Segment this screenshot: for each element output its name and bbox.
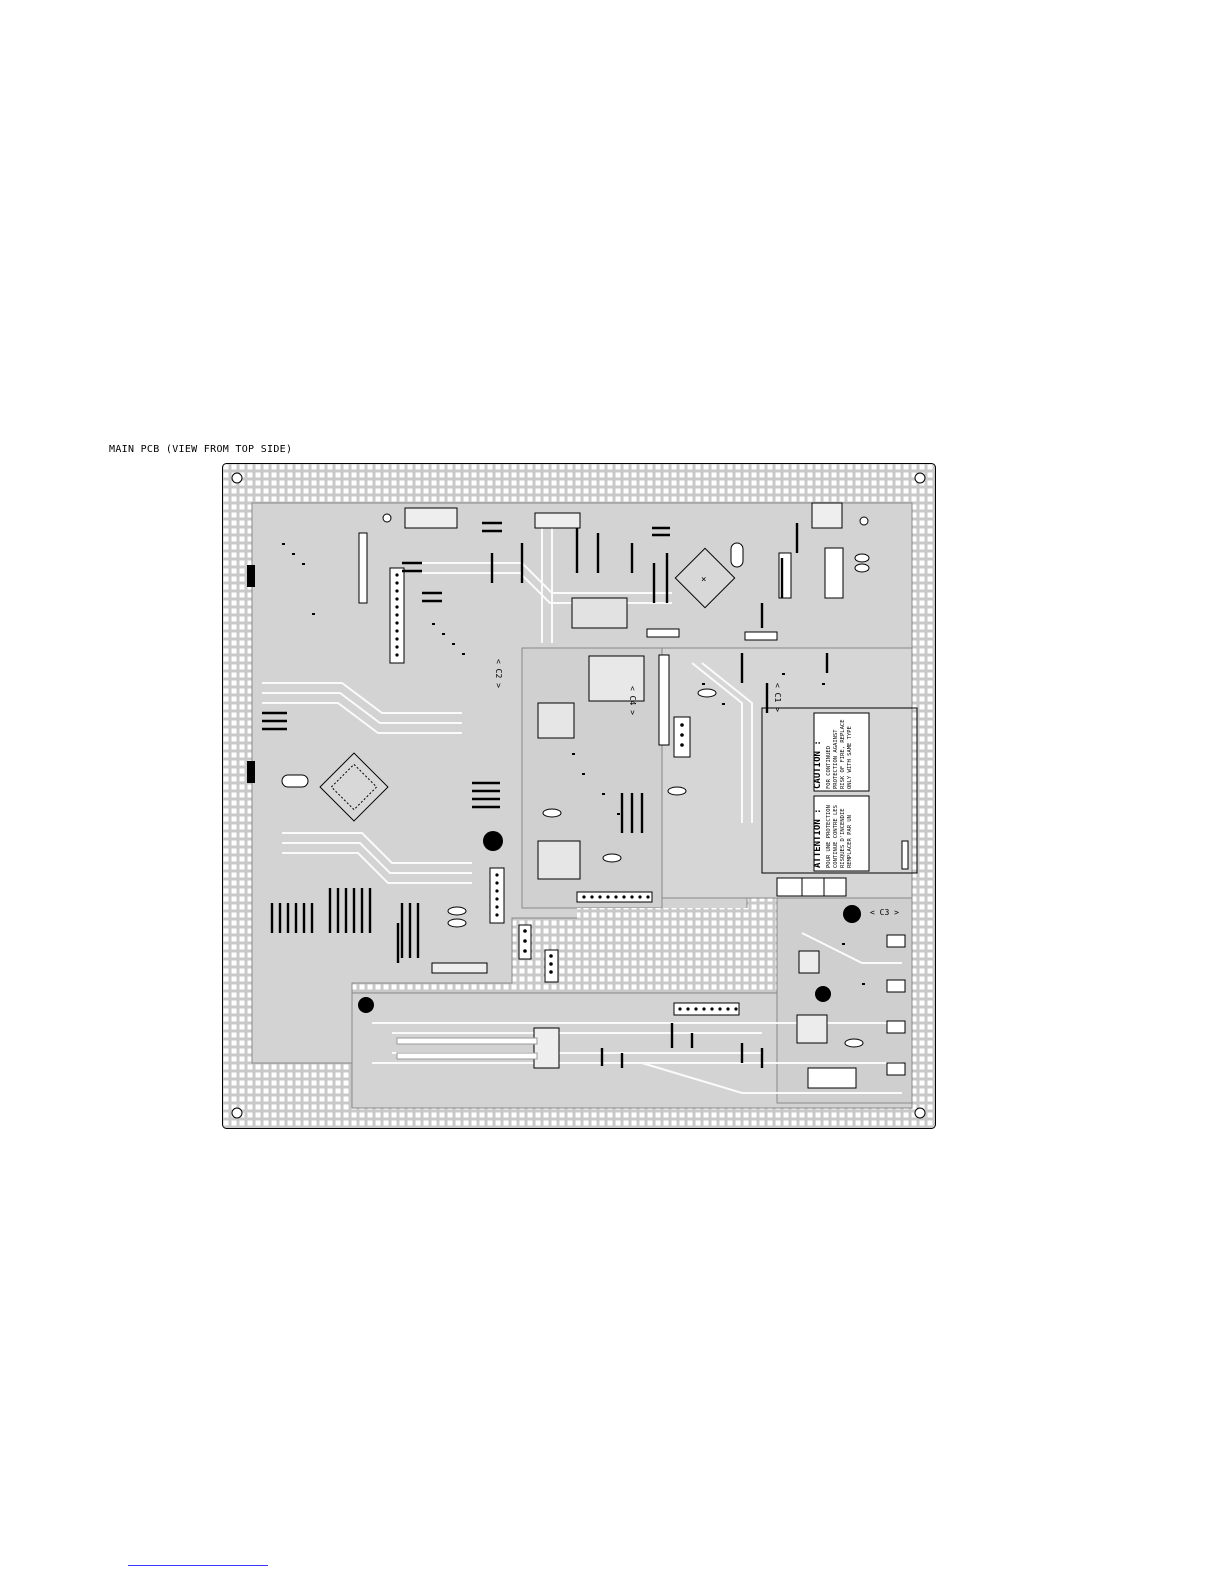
- ic-top-4: [812, 503, 842, 528]
- crystal-right: [731, 543, 743, 567]
- ic-bottom-left-1: [432, 963, 487, 973]
- section-label-c2: < C2 >: [494, 659, 503, 688]
- crystal-left: [282, 775, 308, 787]
- edge-block-2: [247, 761, 255, 783]
- relay-2: [799, 951, 819, 973]
- relay-1: [797, 1015, 827, 1043]
- svg-text:PROTECTION AGAINST: PROTECTION AGAINST: [833, 729, 839, 789]
- copper-region-c1: [662, 648, 912, 898]
- fiducial-1: [483, 831, 503, 851]
- edge-block-1: [247, 565, 255, 587]
- section-label-c3: < C3 >: [870, 908, 899, 917]
- ic-top-2: [405, 508, 457, 528]
- section-label-c4: < C4 >: [628, 686, 637, 715]
- mount-hole-inner-2: [860, 517, 868, 525]
- fiducial-2: [843, 905, 861, 923]
- mount-hole-inner-1: [383, 514, 391, 522]
- svg-text:RISK OF FIRE, REPLACE: RISK OF FIRE, REPLACE: [840, 719, 846, 789]
- fuse-pad: [902, 841, 908, 869]
- grid-area-center-bottom: [577, 908, 772, 988]
- svg-text:POUR UNE PROTECTION: POUR UNE PROTECTION: [826, 805, 832, 868]
- mount-hole-tl: [232, 473, 242, 483]
- ic-bottom-center: [534, 1028, 559, 1068]
- svg-text:CONTINUE CONTRE LES: CONTINUE CONTRE LES: [833, 805, 839, 868]
- svg-text:REMPLACER PAR UN: REMPLACER PAR UN: [847, 815, 853, 868]
- pcb-diagram: ×: [222, 463, 936, 1129]
- attention-title: ATTENTION :: [813, 808, 823, 868]
- footer-link-underline: [128, 1565, 268, 1566]
- page-title: MAIN PCB (VIEW FROM TOP SIDE): [109, 444, 292, 455]
- relay-3: [538, 703, 574, 738]
- ic-top-3: [535, 513, 580, 528]
- mount-hole-bl: [232, 1108, 242, 1118]
- svg-text:ONLY WITH SAME TYPE: ONLY WITH SAME TYPE: [847, 726, 853, 789]
- bottom-bus-2: [397, 1053, 537, 1059]
- svg-text:RISQUES D'INCENDIE: RISQUES D'INCENDIE: [840, 808, 846, 868]
- mount-hole-br: [915, 1108, 925, 1118]
- caution-title: CAUTION :: [813, 740, 823, 789]
- svg-text:FOR CONTINUED: FOR CONTINUED: [826, 746, 832, 789]
- section-label-c1: < C1 >: [773, 683, 782, 712]
- fiducial-3: [815, 986, 831, 1002]
- ic-center-top: [572, 598, 627, 628]
- fiducial-4: [358, 997, 374, 1013]
- relay-4: [538, 841, 580, 879]
- svg-text:×: ×: [701, 575, 706, 585]
- mount-hole-tr: [915, 473, 925, 483]
- bottom-bus-1: [397, 1038, 537, 1044]
